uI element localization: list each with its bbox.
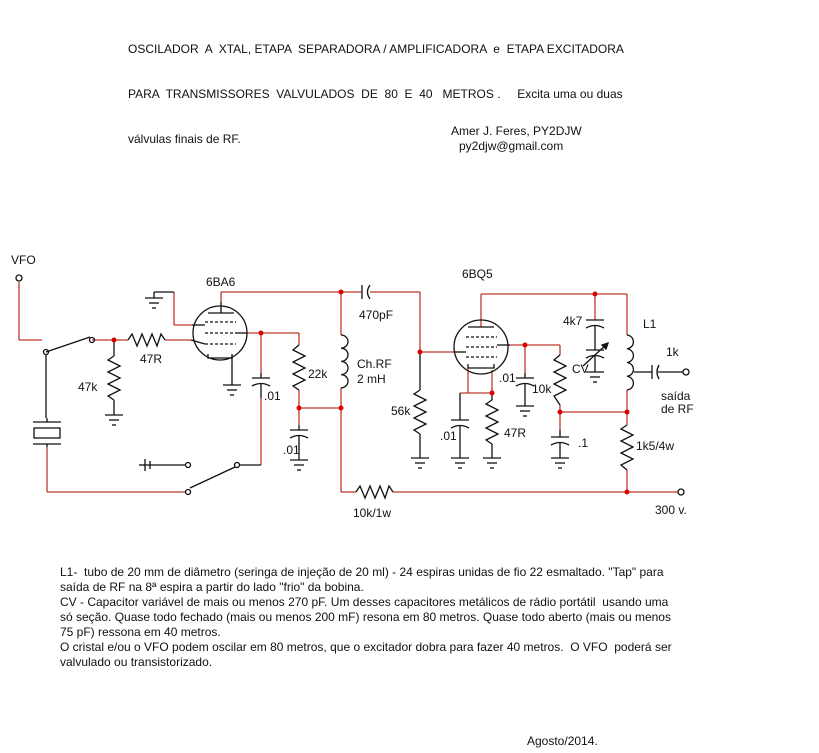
note-line-7: valvulado ou transistorizado. (60, 655, 213, 669)
label-vfo: VFO (11, 253, 36, 267)
label-4k7: 4k7 (563, 314, 583, 328)
label-chrf-1: Ch.RF (357, 357, 392, 371)
junction-nodes (111, 289, 630, 495)
date-label: Agosto/2014. (527, 734, 598, 748)
label-c01-4: .01 (499, 371, 516, 385)
label-rf-out-2: de RF (661, 402, 694, 416)
title-line-2: PARA TRANSMISSORES VALVULADOS DE 80 E 40… (128, 87, 623, 101)
author-block: Amer J. Feres, PY2DJW py2djw@gmail.com (451, 124, 582, 154)
components (15, 274, 690, 500)
label-300v: 300 v. (655, 503, 687, 517)
header-title: OSCILADOR A XTAL, ETAPA SEPARADORA / AMP… (128, 12, 624, 162)
note-line-1: L1- tubo de 20 mm de diâmetro (seringa d… (60, 565, 664, 579)
label-c01-1: .01 (264, 389, 281, 403)
note-line-5: 75 pF) ressona em 40 metros. (60, 625, 221, 639)
label-47k: 47k (78, 380, 98, 394)
tube-6bq5-envelope (453, 319, 509, 375)
author-email: py2djw@gmail.com (459, 139, 564, 153)
label-c01-3: .01 (440, 429, 457, 443)
label-22k: 22k (308, 367, 328, 381)
label-c01-2: .01 (283, 443, 300, 457)
notes-block: L1- tubo de 20 mm de diâmetro (seringa d… (60, 565, 672, 670)
label-rf-out-1: saída (661, 389, 691, 403)
title-line-1: OSCILADOR A XTAL, ETAPA SEPARADORA / AMP… (128, 42, 624, 56)
note-line-3: CV - Capacitor variável de mais ou menos… (60, 595, 669, 609)
label-10k1w: 10k/1w (353, 506, 391, 520)
component-labels: VFO 6BA6 6BQ5 47R 47k .01 22k .01 470pF … (11, 253, 694, 520)
label-1k: 1k (666, 345, 680, 359)
note-line-2: saída de RF na 8ª espira a partir do lad… (60, 580, 364, 594)
title-line-3: válvulas finais de RF. (128, 132, 241, 146)
label-47r-2: 47R (504, 426, 526, 440)
note-line-6: O cristal e/ou o VFO podem oscilar em 80… (60, 640, 672, 654)
label-l1: L1 (643, 317, 657, 331)
wiring (18, 282, 678, 493)
label-56k: 56k (391, 404, 411, 418)
label-chrf-2: 2 mH (357, 372, 386, 386)
label-tube2: 6BQ5 (462, 267, 493, 281)
note-line-4: só seção. Quase todo fechado (mais ou me… (60, 610, 671, 624)
label-tube1: 6BA6 (206, 275, 236, 289)
label-cv: CV (572, 362, 589, 376)
label-47r-1: 47R (140, 352, 162, 366)
label-470pf: 470pF (359, 308, 393, 322)
label-10k: 10k (532, 382, 552, 396)
label-1k5: 1k5/4w (636, 439, 674, 453)
author-name: Amer J. Feres, PY2DJW (451, 124, 582, 138)
label-c1: .1 (578, 436, 588, 450)
